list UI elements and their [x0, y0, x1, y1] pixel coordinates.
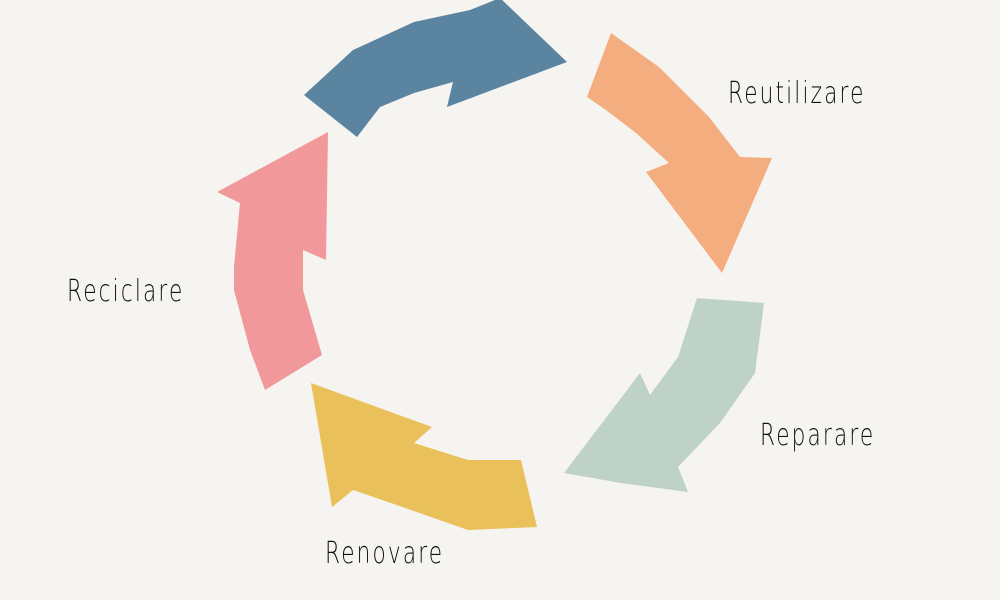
arrow-blue [304, 0, 567, 137]
arrow-orange [587, 33, 772, 273]
arrow-green [564, 298, 764, 492]
label-reciclare: Reciclare [67, 274, 185, 309]
label-reutilizare: Reutilizare [728, 76, 866, 111]
label-reparare: Reparare [760, 418, 876, 453]
arrow-pink [217, 132, 328, 390]
label-renovare: Renovare [325, 536, 445, 571]
arrow-yellow [311, 383, 537, 530]
